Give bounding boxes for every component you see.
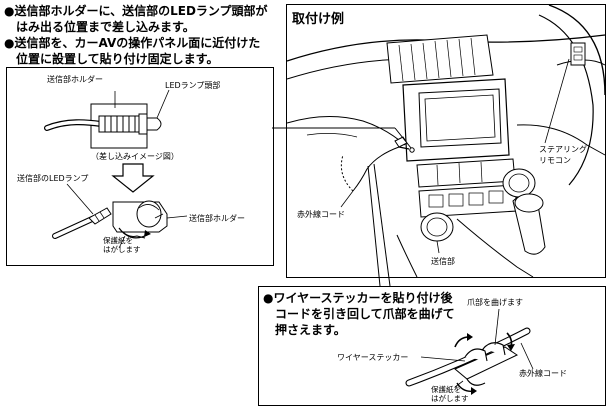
- sticker-label: ワイヤーステッカー: [337, 353, 409, 362]
- dashboard-drawing: [286, 4, 606, 278]
- sticker-peel-line-2: はがします: [431, 394, 469, 403]
- led-head-label: LEDランプ頭部: [165, 81, 221, 90]
- example-title: 取付け例: [292, 12, 345, 27]
- wire-sticker-drawing: [405, 308, 534, 395]
- sticker-instruction-line-2: コードを引き回して爪部を曲げて: [263, 307, 455, 321]
- wire-sticker-panel: ●ワイヤーステッカーを貼り付け後 コードを引き回して爪部を曲げて 押さえます。 …: [258, 286, 606, 406]
- diagram-caption: （差し込みイメージ図）: [91, 152, 179, 161]
- insertion-diagram-drawing: [44, 89, 188, 249]
- instruction-line-4: 位置に設置して貼り付け固定します。: [4, 52, 219, 66]
- led-lamp-label: 送信部のLEDランプ: [17, 174, 89, 183]
- peel-label-line-1: 保護紙を: [103, 236, 133, 245]
- installation-example-panel: 取付け例 ステアリング リモコン 赤外線コード 送信部: [286, 4, 606, 278]
- holder-label: 送信部ホルダー: [47, 75, 103, 84]
- steering-remote-label-line-2: リモコン: [539, 156, 571, 165]
- sticker-instruction-line-1: ●ワイヤーステッカーを貼り付け後: [263, 291, 453, 305]
- transmitter-label: 送信部: [431, 257, 455, 266]
- holder-label-2: 送信部ホルダー: [189, 214, 245, 223]
- instruction-line-3: ●送信部を、カーAVの操作パネル面に近付けた: [4, 36, 261, 50]
- sticker-instruction-line-3: 押さえます。: [263, 323, 346, 337]
- peel-label-line-2: はがします: [103, 245, 141, 254]
- claw-label: 爪部を曲げます: [467, 298, 523, 307]
- instruction-line-1: ●送信部ホルダーに、送信部のLEDランプ頭部が: [4, 4, 268, 18]
- sticker-peel-line-1: 保護紙を: [431, 385, 461, 394]
- sticker-ir-cord-label: 赤外線コード: [519, 369, 567, 378]
- ir-cord-label: 赤外線コード: [297, 210, 345, 219]
- steering-remote-label-line-1: ステアリング: [539, 145, 587, 154]
- instruction-line-2: はみ出る位置まで差し込みます。: [4, 20, 195, 34]
- insertion-diagram-panel: 送信部ホルダー LEDランプ頭部 （差し込みイメージ図） 送信部のLEDランプ …: [6, 67, 274, 266]
